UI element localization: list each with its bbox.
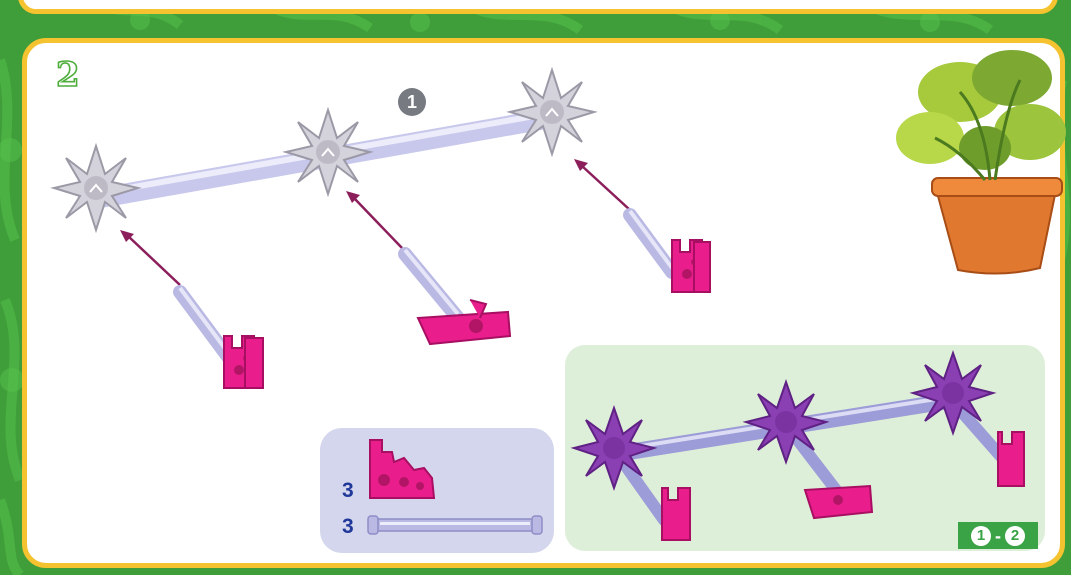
purple-connector-left: [574, 408, 654, 488]
range-start: 1: [971, 526, 991, 546]
pink-connector-middle-result: [805, 486, 872, 518]
purple-connector-middle: [746, 382, 826, 462]
range-separator: -: [995, 526, 1001, 546]
range-end: 2: [1005, 526, 1025, 546]
pink-connector-right-result: [998, 432, 1024, 486]
purple-connector-right: [913, 353, 993, 433]
pink-connector-left-result: [662, 488, 690, 540]
step-range-badge: 1 - 2: [958, 522, 1038, 549]
